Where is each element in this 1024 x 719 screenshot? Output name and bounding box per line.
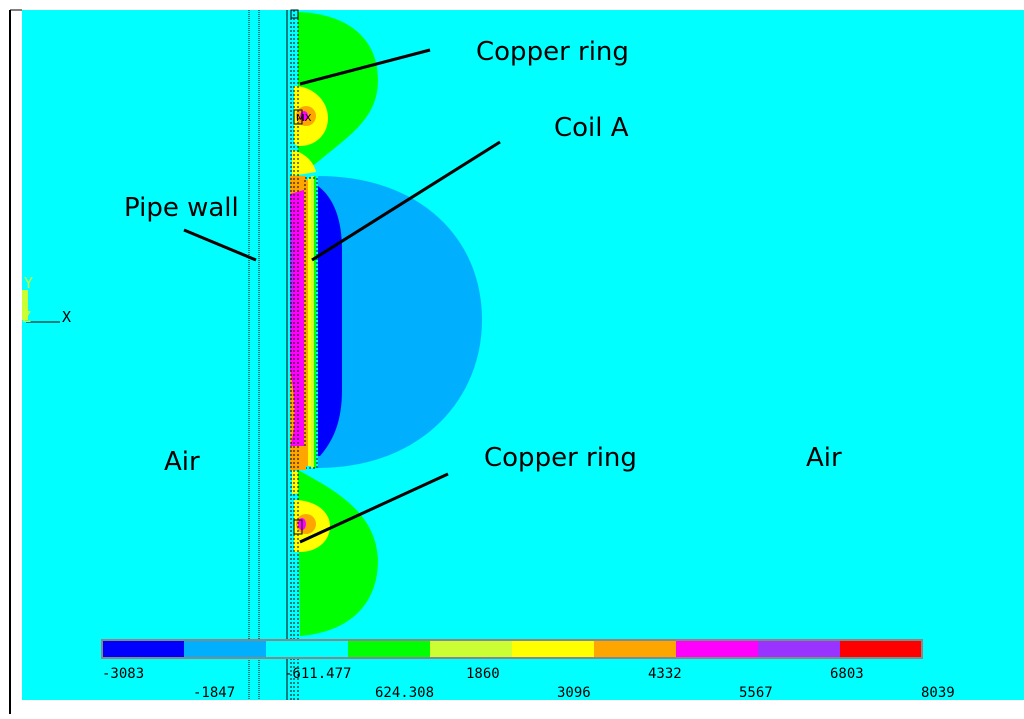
legend-tick: 4332 xyxy=(648,666,682,682)
legend-tick: -1847 xyxy=(193,685,235,701)
leader-copper-ring-bottom xyxy=(299,472,449,544)
legend-band xyxy=(840,640,923,658)
legend-tick: -3083 xyxy=(102,666,144,682)
legend-band xyxy=(512,640,595,658)
label-copper-ring-bottom: Copper ring xyxy=(484,443,637,473)
mx-marker: MX xyxy=(296,113,312,124)
legend-tick: 5567 xyxy=(739,685,773,701)
legend-tick: 8039 xyxy=(921,685,955,701)
legend-tick: 1860 xyxy=(466,666,500,682)
legend-ticks: -3083 -611.477 1860 4332 6803 -1847 624.… xyxy=(102,666,955,701)
legend-tick: 3096 xyxy=(557,685,591,701)
legend-band xyxy=(348,640,431,658)
leader-copper-ring-top xyxy=(299,48,431,86)
coil-dark-blue-band xyxy=(318,186,342,456)
axis-triad: Y Z X xyxy=(22,274,71,326)
label-air-left: Air xyxy=(164,447,200,477)
label-coil-a: Coil A xyxy=(554,113,629,143)
plot-background xyxy=(22,10,1024,700)
legend-bar xyxy=(102,640,923,658)
label-air-right: Air xyxy=(806,443,842,473)
copper-ring-bottom-outline xyxy=(293,519,303,535)
leader-pipe-wall xyxy=(183,228,257,262)
copper-ring-top-outline xyxy=(293,109,303,125)
label-copper-ring-top: Copper ring xyxy=(476,37,629,67)
legend-band xyxy=(758,640,841,658)
legend-band xyxy=(430,640,513,658)
legend-band xyxy=(266,640,349,658)
legend-band xyxy=(676,640,759,658)
svg-text:X: X xyxy=(62,308,71,326)
leader-coil-a xyxy=(311,140,501,262)
svg-text:Z: Z xyxy=(22,308,31,326)
label-pipe-wall: Pipe wall xyxy=(124,193,239,223)
legend-tick: 624.308 xyxy=(375,685,434,701)
svg-text:Y: Y xyxy=(24,274,33,292)
legend-tick: -611.477 xyxy=(284,666,351,682)
legend-tick: 6803 xyxy=(830,666,864,682)
legend-band xyxy=(184,640,267,658)
coil-field-half-disc xyxy=(318,176,482,468)
legend-band xyxy=(102,640,185,658)
legend-band xyxy=(594,640,677,658)
